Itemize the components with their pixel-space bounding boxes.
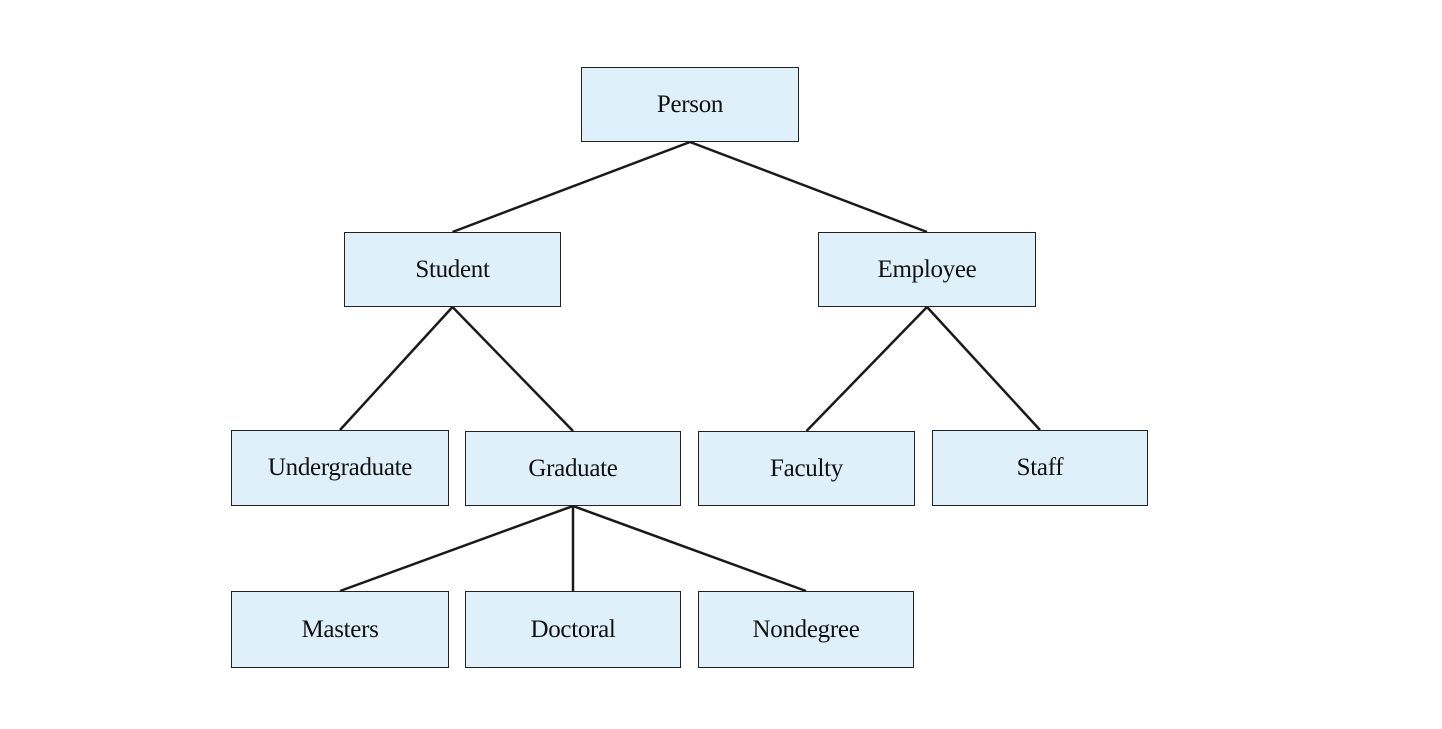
node-label-masters: Masters [301, 615, 379, 643]
node-label-employee: Employee [877, 255, 977, 283]
node-label-person: Person [656, 90, 724, 118]
node-label-student: Student [415, 255, 490, 283]
link-employee-staff [926, 306, 1041, 431]
node-doctoral: Doctoral [465, 591, 681, 668]
node-label-staff: Staff [1016, 454, 1064, 481]
link-employee-faculty [805, 306, 928, 432]
link-person-employee [689, 140, 928, 234]
node-label-faculty: Faculty [770, 454, 843, 482]
node-graduate: Graduate [465, 431, 681, 506]
node-label-graduate: Graduate [528, 454, 618, 482]
link-student-undergraduate [339, 306, 454, 431]
node-staff: Staff [932, 430, 1148, 506]
node-label-doctoral: Doctoral [530, 615, 616, 643]
link-student-graduate [451, 306, 574, 432]
node-undergraduate: Undergraduate [231, 430, 449, 506]
node-nondegree: Nondegree [698, 591, 914, 668]
node-student: Student [344, 232, 561, 307]
node-faculty: Faculty [698, 431, 915, 506]
node-person: Person [581, 67, 799, 142]
link-graduate-nondegree [572, 504, 807, 593]
link-person-student [452, 140, 691, 234]
node-label-nondegree: Nondegree [752, 615, 860, 643]
node-label-undergraduate: Undergraduate [267, 454, 413, 481]
link-graduate-masters [339, 504, 574, 593]
node-masters: Masters [231, 591, 449, 668]
node-employee: Employee [818, 232, 1036, 307]
